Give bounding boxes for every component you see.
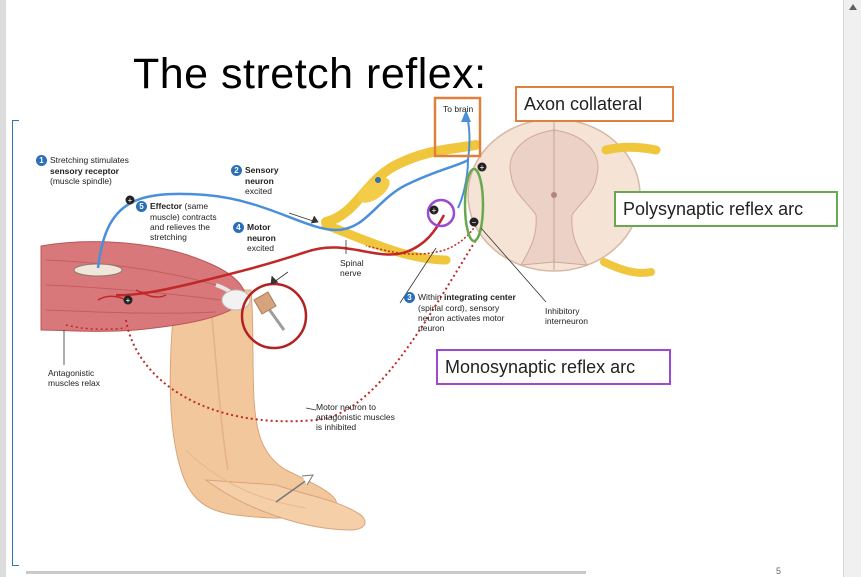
motor-neuron-path (65, 214, 477, 423)
step2-badge: 2 (231, 165, 242, 176)
step3-line1a: Within (418, 292, 444, 302)
inhibitory-line1: Inhibitory (545, 306, 580, 316)
slide-title: The stretch reflex: (133, 50, 487, 98)
step5-line1a: Effector (150, 201, 183, 211)
leg-illustration (169, 289, 366, 531)
antagonistic-muscles-label: Antagonistic muscles relax (48, 368, 100, 388)
synapse-signs: + + − + + (123, 162, 487, 305)
step4-line2: neuron (247, 233, 276, 243)
step1-badge: 1 (36, 155, 47, 166)
step5-line2: muscle) contracts (150, 212, 217, 222)
svg-text:+: + (126, 296, 131, 305)
inhibitory-interneuron-label: Inhibitory interneuron (545, 306, 588, 326)
motor-antagonistic-line3: is inhibited (316, 422, 357, 432)
left-bracket (12, 120, 19, 566)
to-brain-label: To brain (443, 104, 474, 114)
sensory-neuron-path (96, 110, 471, 269)
svg-text:+: + (480, 163, 485, 172)
leader-lines (63, 212, 547, 503)
knee-highlight-circle (240, 282, 308, 350)
spinal-cord (467, 118, 641, 272)
step4-badge: 4 (233, 222, 244, 233)
page-number: 5 (776, 566, 782, 576)
step3-line4: neuron (418, 323, 445, 333)
step4-line3: excited (247, 243, 274, 253)
step5-line4: stretching (150, 232, 187, 242)
spinal-nerve-label: Spinal nerve (340, 258, 364, 278)
motor-antagonistic-line1: Motor neuron to (316, 402, 377, 412)
axon-collateral-callout: Axon collateral (515, 86, 674, 122)
step5-line1b: (same (182, 201, 209, 211)
step1-line1: Stretching stimulates (50, 155, 129, 165)
step2-line1: Sensory (245, 165, 279, 175)
reflex-hammer (253, 291, 286, 331)
motor-antagonistic-label: Motor neuron to antagonistic muscles is … (316, 402, 395, 432)
scroll-up-arrow-icon[interactable] (849, 4, 857, 10)
step2-line2: neuron (245, 176, 274, 186)
step3-line2: (spinal cord), sensory (418, 303, 500, 313)
thigh-muscle (40, 241, 251, 332)
step1-line2: sensory receptor (50, 166, 119, 176)
step3-line1b: integrating center (443, 292, 516, 302)
antagonistic-line1: Antagonistic (48, 368, 95, 378)
polysynaptic-ellipse (463, 167, 485, 243)
step3-line3: neuron activates motor (418, 313, 505, 323)
spinal-nerve-line1: Spinal (340, 258, 364, 268)
antagonistic-line2: muscles relax (48, 378, 100, 388)
svg-text:+: + (128, 196, 133, 205)
motor-antagonistic-line2: antagonistic muscles (316, 412, 395, 422)
slide: + + − + + The stretch reflex: Axon colla… (6, 0, 844, 577)
step3-badge: 3 (404, 292, 415, 303)
monosynaptic-circle (426, 198, 456, 228)
step4-line1: Motor (247, 222, 271, 232)
polysynaptic-callout: Polysynaptic reflex arc (614, 191, 838, 227)
step5-line3: and relieves the (150, 222, 211, 232)
step2-line3: excited (245, 186, 272, 196)
step5-badge: 5 (136, 201, 147, 212)
axon-collateral-box (433, 96, 482, 158)
stretch-reflex-figure: + + − + + (40, 96, 661, 531)
step1-line3: (muscle spindle) (50, 176, 112, 186)
svg-text:+: + (432, 206, 437, 215)
footer-citation-blur (26, 571, 586, 574)
svg-text:−: − (472, 218, 477, 227)
spinal-nerve-line2: nerve (340, 268, 362, 278)
vertical-scrollbar[interactable] (843, 0, 861, 577)
inhibitory-line2: interneuron (545, 316, 589, 326)
monosynaptic-callout: Monosynaptic reflex arc (436, 349, 671, 385)
